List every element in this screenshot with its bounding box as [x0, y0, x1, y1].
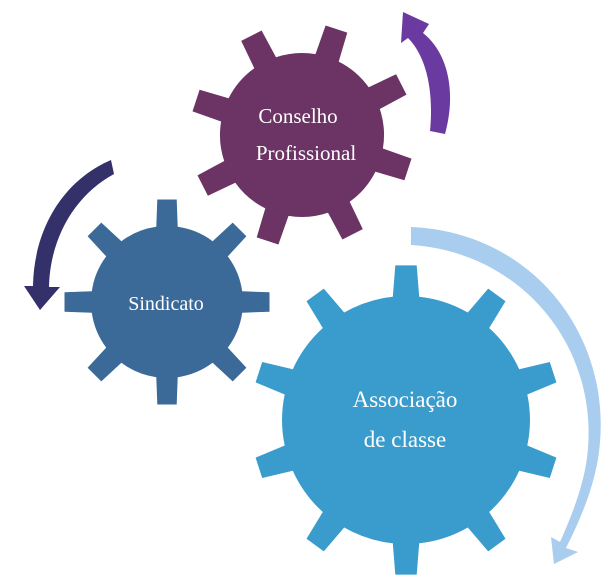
- gear-conselho-profissional: Conselho Profissional: [192, 25, 412, 245]
- gear-label-associacao-line1: Associação: [353, 387, 458, 412]
- gear-associacao-de-classe: Associação de classe: [255, 265, 557, 575]
- gear-shape: [255, 265, 557, 575]
- arrow-left: [24, 160, 114, 310]
- curved-arrow-up-icon: [401, 12, 451, 134]
- gear-label-associacao-line2: de classe: [364, 427, 446, 452]
- gear-label-conselho-line2: Profissional: [256, 141, 357, 165]
- gear-label-sindicato: Sindicato: [128, 293, 204, 315]
- gear-sindicato: Sindicato: [64, 199, 270, 405]
- arrow-right: [411, 227, 601, 564]
- gear-shape: [64, 199, 270, 405]
- gear-shape: [192, 25, 412, 245]
- arrow-top-right: [401, 12, 451, 134]
- gear-label-conselho-line1: Conselho: [258, 104, 337, 128]
- curved-arrow-down-icon: [24, 160, 114, 310]
- curved-arrow-down-icon: [411, 227, 601, 564]
